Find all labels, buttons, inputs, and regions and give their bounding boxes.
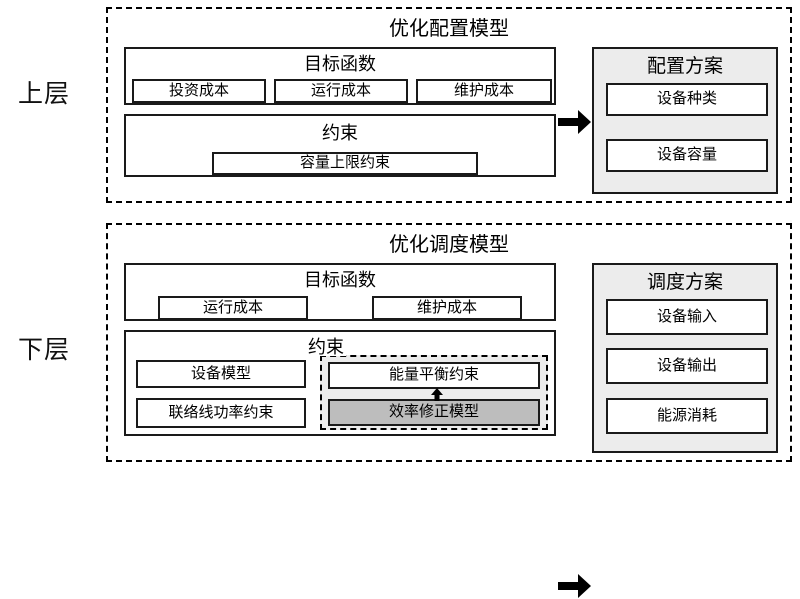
lower-scheme-item-device-input[interactable]: 设备输入	[606, 299, 768, 335]
lower-constraint-item-efficiency-correction-model[interactable]: 效率修正模型	[328, 399, 540, 426]
lower-objective-item-operation-cost[interactable]: 运行成本	[158, 296, 308, 320]
upper-scheme-item-device-capacity[interactable]: 设备容量	[606, 139, 768, 172]
upper-constraint-title: 约束	[322, 123, 358, 143]
upper-objective-item-investment-cost[interactable]: 投资成本	[132, 79, 266, 103]
lower-objective-item-maintenance-cost[interactable]: 维护成本	[372, 296, 522, 320]
diagram-canvas: 上层 下层 优化配置模型 目标函数 投资成本 运行成本 维护成本 约束 容量上限…	[18, 7, 792, 598]
lower-constraint-item-energy-balance[interactable]: 能量平衡约束	[328, 362, 540, 389]
lower-scheme-item-device-output[interactable]: 设备输出	[606, 348, 768, 384]
upper-constraint-panel: 约束 容量上限约束	[124, 114, 556, 177]
lower-constraint-item-tie-line-power[interactable]: 联络线功率约束	[136, 398, 306, 428]
upper-model-title: 优化配置模型	[389, 18, 509, 40]
upper-objective-title: 目标函数	[304, 54, 376, 74]
right-arrow-icon	[558, 110, 591, 134]
lower-scheme-title: 调度方案	[646, 272, 723, 293]
layer-label-lower: 下层	[18, 337, 71, 364]
right-arrow-icon	[558, 574, 591, 598]
upper-scheme-box: 配置方案 设备种类 设备容量	[592, 47, 778, 194]
lower-model-title: 优化调度模型	[389, 234, 509, 256]
lower-objective-panel: 目标函数 运行成本 维护成本	[124, 263, 556, 321]
lower-constraint-item-device-model[interactable]: 设备模型	[136, 360, 306, 388]
lower-objective-title: 目标函数	[304, 270, 376, 290]
upper-objective-item-operation-cost[interactable]: 运行成本	[274, 79, 408, 103]
lower-constraint-title: 约束	[306, 337, 346, 357]
lower-constraint-panel: 约束 设备模型 联络线功率约束 能量平衡约束 效率修正模型	[124, 330, 556, 436]
upper-scheme-title: 配置方案	[646, 56, 723, 77]
lower-model-block: 优化调度模型 目标函数 运行成本 维护成本 约束 设备模型 联络线功率约束 能量…	[106, 223, 792, 598]
up-arrow-icon	[431, 388, 443, 401]
upper-constraint-item-capacity-limit[interactable]: 容量上限约束	[212, 152, 478, 175]
lower-scheme-box: 调度方案 设备输入 设备输出 能源消耗	[592, 263, 778, 453]
upper-model-block: 优化配置模型 目标函数 投资成本 运行成本 维护成本 约束 容量上限约束 配置方…	[106, 7, 792, 203]
upper-objective-panel: 目标函数 投资成本 运行成本 维护成本	[124, 47, 556, 105]
lower-scheme-item-energy-consumption[interactable]: 能源消耗	[606, 398, 768, 434]
lower-constraint-highlight-group: 能量平衡约束 效率修正模型	[320, 355, 548, 430]
layer-label-upper: 上层	[18, 81, 71, 108]
upper-scheme-item-device-type[interactable]: 设备种类	[606, 83, 768, 116]
upper-objective-item-maintenance-cost[interactable]: 维护成本	[416, 79, 552, 103]
